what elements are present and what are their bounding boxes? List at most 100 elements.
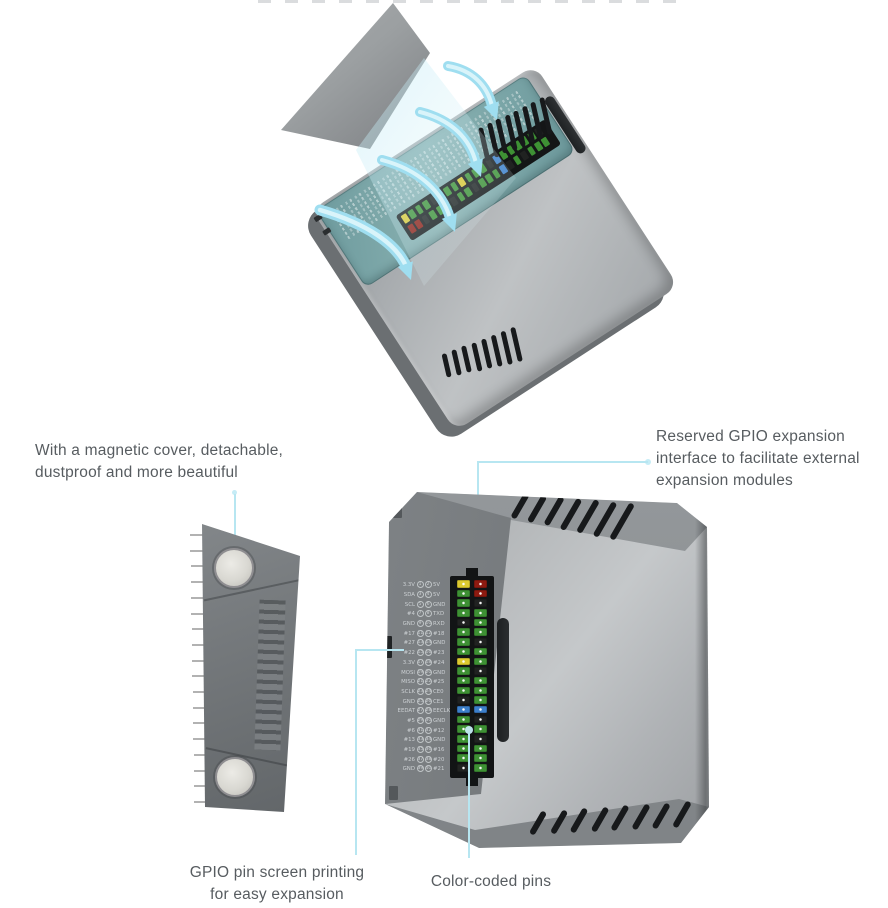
pin-number: 21 (416, 678, 424, 686)
vent-slots-bottom-left (435, 304, 550, 410)
vent-slit (510, 327, 523, 363)
pin-left-label: #27 (403, 639, 415, 647)
leader-line-print-v (355, 649, 357, 855)
pin-pair (457, 667, 494, 675)
pin-pair (457, 628, 494, 636)
pin-number: 23 (416, 687, 424, 695)
pin-right-label: GND (433, 668, 446, 676)
pin-right-label: GND (433, 736, 446, 743)
pin (474, 628, 487, 636)
pin-number: 19 (416, 668, 424, 676)
pin-left-label: #5 (407, 717, 415, 724)
pin-number: 8 (424, 610, 432, 618)
pin-pair (457, 725, 494, 733)
pin-right-label: CE0 (433, 688, 444, 695)
pin (457, 628, 470, 636)
vent-slit (590, 806, 609, 833)
case-notch (393, 504, 402, 518)
pin-left-label: GND (402, 697, 415, 705)
pin-number: 10 (424, 620, 432, 628)
pin (474, 764, 487, 772)
pin-left-label: 3.3V (402, 659, 415, 666)
caption-line: for easy expansion (210, 886, 344, 903)
cover-body (202, 524, 300, 812)
pin-right-label: #18 (433, 630, 445, 637)
pin-number: 14 (424, 639, 432, 647)
case-right-rim (695, 506, 709, 826)
pin-right-label: #23 (433, 649, 445, 656)
leader-line-magnet (234, 494, 236, 564)
cropped-text-remnant (258, 0, 678, 3)
pin-pair (457, 705, 494, 714)
pin-pair (457, 754, 494, 762)
pin-left-label: #17 (403, 630, 415, 637)
pin-number: 20 (424, 668, 432, 676)
pin-left-label: SCL (404, 601, 415, 608)
pin-pair (457, 589, 494, 598)
pin-number: 29 (416, 716, 424, 724)
pin-pair (457, 686, 494, 695)
pin-right-label: #25 (433, 678, 445, 685)
pin (442, 185, 453, 197)
leader-dot (465, 726, 473, 734)
caption-color-coded-pins: Color-coded pins (411, 871, 571, 893)
pin (474, 725, 487, 733)
pin-number: 22 (424, 678, 432, 686)
vent-slit (441, 353, 452, 378)
magnet-disc-bottom (215, 757, 255, 797)
pin (457, 589, 470, 598)
pin-left-label: #6 (407, 727, 415, 734)
pin (457, 754, 470, 762)
pin-left-label: #13 (403, 736, 415, 743)
pin (457, 744, 470, 753)
pin (474, 647, 487, 656)
pin (474, 667, 487, 675)
pin (474, 609, 487, 617)
pin-right-label: RXD (433, 620, 445, 627)
pin-number: 3 (416, 591, 424, 599)
pin (474, 676, 487, 685)
cover-fins (254, 599, 286, 751)
callout-gpio-expansion: Reserved GPIO expansion interface to fac… (656, 426, 876, 492)
pin-number: 24 (424, 687, 432, 695)
pin-pair (457, 676, 494, 685)
pin-number: 25 (416, 697, 424, 705)
pin-right-label: TXD (433, 610, 445, 618)
callout-line: expansion modules (656, 472, 793, 489)
pin (457, 580, 470, 588)
pin-right-label: EECLK (433, 707, 451, 714)
callout-line: dustproof and more beautiful (35, 464, 238, 481)
pin (457, 715, 470, 724)
pin (457, 638, 470, 646)
pin-right-label: #12 (433, 727, 445, 734)
pin-number: 32 (424, 726, 432, 734)
magnetic-cover-piece (183, 488, 323, 828)
vent-slit (480, 338, 493, 370)
pin-number: 27 (416, 707, 424, 715)
vent-slit (490, 334, 503, 367)
pin-number: 40 (424, 765, 432, 773)
vent-slots-top (510, 492, 665, 552)
pin-pair (457, 580, 494, 588)
pin-pair (457, 735, 494, 743)
callout-line: With a magnetic cover, detachable, (35, 442, 284, 459)
pin-left-label: SCLK (401, 688, 415, 695)
pin-right-label: #21 (433, 765, 445, 773)
pin-right-label: 5V (433, 581, 441, 588)
magnet-disc-top (214, 548, 254, 588)
vent-slots-bottom (528, 794, 709, 846)
pin-right-label: GND (433, 717, 446, 724)
